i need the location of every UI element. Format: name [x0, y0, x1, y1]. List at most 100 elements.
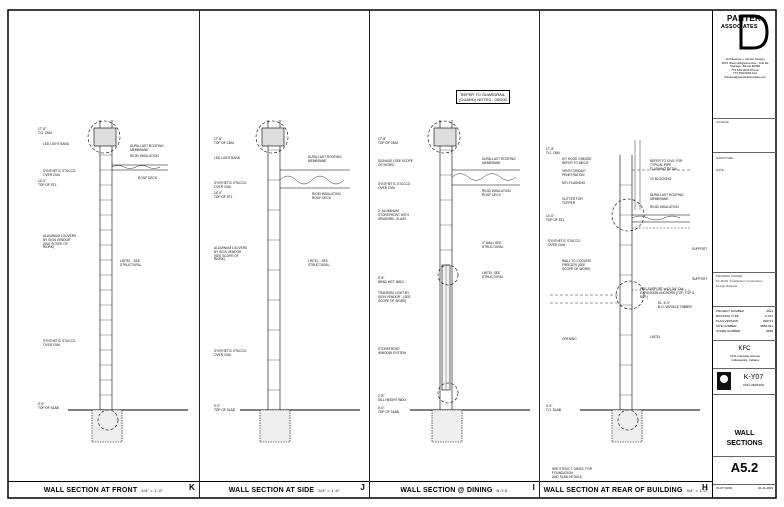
- note-text: REFER TO CIVIL FOR TYPICAL PIPE FLASHING…: [650, 159, 683, 171]
- guardrail-reference-box: REFER TO GUARDRAIL (GUARD) NOTES - 05/00…: [456, 90, 510, 104]
- section-drawing-side: [240, 120, 360, 443]
- note-text: LINTEL - SEE STRUCTURAL: [120, 259, 142, 267]
- panel-title: WALL SECTION AT FRONT 3/4" = 1'-0" K: [8, 481, 199, 498]
- note-text: VENT/CONDUIT PENETRATION: [562, 169, 586, 177]
- kfc-logo-icon: [717, 372, 731, 390]
- panel-wall-section-dining: REFER TO GUARDRAIL (GUARD) NOTES - 05/00…: [370, 10, 540, 498]
- elevation-marker: EL. 6'-0" B.O. VEHICLE TIMBER: [658, 301, 692, 309]
- note-text: WALL TO COOLER/ FREEZER (SEE SCOPE OF WO…: [562, 259, 591, 271]
- note-text: LINTEL: [650, 335, 661, 339]
- brand-name: KFC: [738, 346, 751, 352]
- section-drawing-dining: [410, 120, 530, 443]
- note-text: ROOF DECK: [138, 176, 157, 180]
- info-row: SITE NUMBER 0868-001: [716, 324, 773, 329]
- sheet-number: A5.2: [730, 460, 759, 475]
- info-label: PLAN VERSION: [716, 319, 739, 323]
- model-name: K-Y07: [743, 374, 764, 381]
- note-text: ALUMINUM LOUVERS BY SIGN VENDOR (SEE SCO…: [43, 234, 77, 250]
- note-text: SIGNAGE (SEE SCOPE OF WORK): [378, 159, 413, 167]
- note-text: RIGID INSULATION ROOF DECK: [482, 189, 511, 197]
- panel-scale: N.T.S.: [496, 487, 509, 493]
- elevation-marker: 17'-8" T.O. CMU: [38, 127, 52, 135]
- store-address: 4731 Cascade Avenue Indianapolis, Indian…: [729, 354, 761, 362]
- note-text: SYNTHETIC STUCCO OVER CMU: [214, 349, 247, 357]
- elevation-marker: 0'-0" T.O. SLAB: [546, 404, 561, 412]
- elevation-marker: 14'-0" TOP OF STL: [38, 179, 57, 187]
- sheet-title-line2: SECTIONS: [726, 440, 763, 447]
- note-text: RIGID INSULATION ROOF DECK: [312, 192, 341, 200]
- elevation-marker: 14'-0" TOP OF STL: [546, 214, 565, 222]
- info-value: 0868-001: [760, 324, 773, 328]
- panel-key: J: [360, 483, 365, 492]
- note-text: DURA-LAST ROOFING MEMBRANE: [650, 193, 684, 201]
- note-text: RIGID INSULATION: [650, 205, 679, 209]
- note-text: SYNTHETIC STUCCO OVER CMU: [43, 339, 76, 347]
- info-label: SITE NUMBER: [716, 324, 737, 328]
- note-text: KIT HOOD GREASE REFER TO MECH.: [562, 157, 592, 165]
- note-text: 2X BLOCKING: [650, 177, 672, 181]
- info-row: PLAN VERSION 090714: [716, 319, 773, 324]
- panel-title: WALL SECTION AT SIDE 3/4" = 1'-0" J: [200, 481, 369, 498]
- info-row: STORE NUMBER 8999: [716, 329, 773, 334]
- panel-title: WALL SECTION @ DINING N.T.S. I: [370, 481, 539, 498]
- title-block: PANTER ASSOCIATES Architecture + Interio…: [712, 10, 776, 498]
- panel-key: H: [702, 483, 708, 492]
- note-text: 2" ALUMINUM STOREFRONT WITH SPANDREL GLA…: [378, 209, 409, 221]
- elevation-marker: 17'-8" T.O. CMU: [546, 147, 560, 155]
- elevation-marker: 9'-8" HEAD HGT. WDO.: [378, 276, 405, 284]
- field-label: DATE: [716, 168, 724, 172]
- support-label: SUPPORT: [692, 277, 708, 281]
- firm-name-line1: PANTER: [727, 14, 762, 23]
- note-text: SYNTHETIC STUCCO OVER CMU: [43, 169, 76, 177]
- panel-title-text: WALL SECTION AT FRONT: [43, 486, 138, 494]
- revision-line: 10-18-09 Jurisdiction Construction: [716, 279, 763, 283]
- model-subtitle: CMU VERSION: [742, 383, 765, 387]
- field-label: CHARGE: [716, 120, 729, 124]
- elevation-marker: 14'-0" TOP OF STL: [214, 191, 233, 199]
- panel-wall-section-front: LED LIGHT BAND SYNTHETIC STUCCO OVER CMU…: [8, 10, 200, 498]
- logo-mark-icon: [739, 14, 769, 50]
- note-text: ALUMINUM LOUVERS BY SIGN VENDOR (SEE SCO…: [214, 246, 248, 262]
- panel-key: I: [532, 483, 535, 492]
- panel-wall-section-side: LED LIGHT BAND SYNTHETIC STUCCO OVER CMU…: [200, 10, 370, 498]
- revision-line: DRAWING ISSUED: [716, 274, 743, 278]
- firm-name-line2: ASSOCIATES: [721, 24, 758, 30]
- panel-scale: 3/4" = 1'-0": [318, 487, 341, 493]
- info-value: 8999: [766, 329, 773, 333]
- info-value: 090714: [762, 319, 773, 323]
- panel-title-text: WALL SECTION AT REAR OF BUILDING: [543, 486, 683, 494]
- elevation-marker: 17'-8" TOP OF CMU: [214, 137, 234, 145]
- firm-address: Architecture + Interior Design 1870 West…: [721, 57, 769, 79]
- plot-date-value: 02-11-2009: [757, 486, 773, 490]
- note-text: TRANSOM LIGHT BY SIGN VENDOR - (SEE SCOP…: [378, 291, 411, 303]
- elevation-marker: 2'-8" SILL HEIGHT WDO.: [378, 394, 407, 402]
- support-label: SUPPORT: [692, 247, 708, 251]
- elevation-marker: 0'-0" TOP OF SLAB: [378, 406, 399, 414]
- note-text: STOREFRONT WINDOW SYSTEM: [378, 347, 406, 355]
- info-label: STORE NUMBER: [716, 329, 741, 333]
- note-text: MTL FLASHING: [562, 181, 586, 185]
- note-text: DURA-LAST ROOFING MEMBRANE: [308, 155, 342, 163]
- note-text: SYNTHETIC STUCCO OVER CMU: [378, 182, 411, 190]
- panel-title-text: WALL SECTION AT SIDE: [228, 486, 315, 494]
- plot-date-label: PLOT DATE: [716, 486, 733, 490]
- section-drawing-rear: [550, 140, 700, 443]
- panel-title: WALL SECTION AT REAR OF BUILDING 3/4" = …: [540, 481, 712, 498]
- info-value: 0914: [766, 309, 773, 313]
- revision-line: Design Release: [716, 284, 738, 288]
- section-drawing-front: [68, 120, 188, 443]
- panel-title-text: WALL SECTION @ DINING: [400, 486, 493, 494]
- note-text: LINTEL - SEE STRUCTURAL: [308, 259, 330, 267]
- elevation-marker: 0'-0" TOP OF SLAB: [38, 402, 59, 410]
- note-text: PRE-SUPPORT w/(2) 3/4" DIA EXPANSION ANC…: [640, 287, 695, 299]
- note-text: RIGID INSULATION: [130, 154, 159, 158]
- note-text: LED LIGHT BAND: [43, 142, 70, 146]
- panel-scale: 3/4" = 1'-0": [141, 487, 164, 493]
- field-label: SIGNATURE: [716, 156, 734, 160]
- note-text: SYNTHETIC STUCCO OVER CMU: [214, 181, 247, 189]
- plot-date-row: PLOT DATE 02-11-2009: [716, 486, 773, 491]
- note-text: OPENING: [562, 337, 577, 341]
